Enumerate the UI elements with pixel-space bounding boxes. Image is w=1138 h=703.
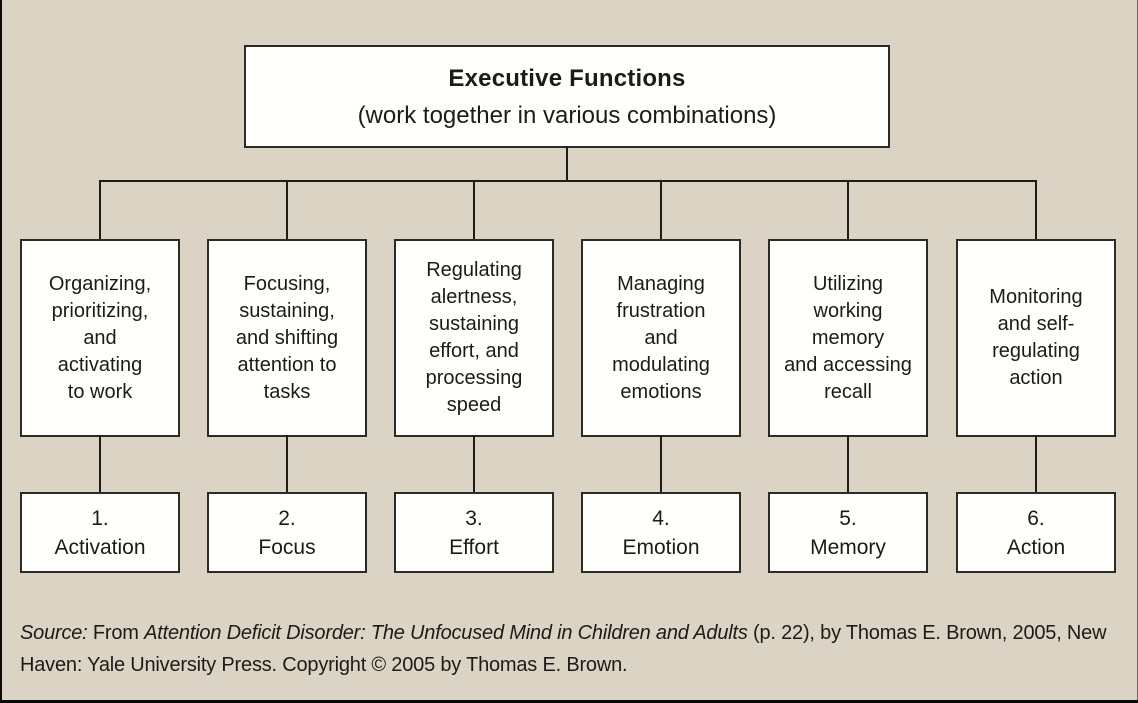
frame-edge-left bbox=[0, 0, 2, 703]
function-name: Focus bbox=[258, 535, 316, 559]
connector-trunk-to-function bbox=[99, 180, 101, 241]
function-description-box: Utilizing working memory and accessing recal… bbox=[768, 239, 928, 437]
function-name: Emotion bbox=[622, 535, 700, 559]
description-line: processing bbox=[425, 367, 523, 389]
description-line: modulating bbox=[612, 353, 710, 376]
description-line: Focusing, bbox=[243, 272, 331, 295]
numbered-function-box: 6. Action bbox=[956, 492, 1116, 573]
connector-trunk-to-function bbox=[473, 180, 475, 241]
function-name: Activation bbox=[54, 535, 146, 559]
description-line: prioritizing, bbox=[51, 299, 149, 322]
numbered-function-box: 5. Memory bbox=[768, 492, 928, 573]
connector-function-to-number bbox=[99, 435, 101, 494]
description-line: sustaining bbox=[428, 313, 520, 335]
description-line: emotions bbox=[620, 380, 702, 403]
function-number: 4. bbox=[652, 506, 670, 530]
description-line: effort, and bbox=[429, 340, 519, 362]
description-line: working bbox=[813, 299, 883, 322]
function-number: 5. bbox=[839, 506, 857, 530]
description-line: and bbox=[644, 326, 678, 349]
source-citation: Source: From Attention Deficit Disorder:… bbox=[20, 617, 1125, 681]
description-line: sustaining, bbox=[239, 299, 335, 322]
executive-functions-box: Executive Functions (work together in va… bbox=[244, 45, 890, 148]
function-name: Memory bbox=[810, 535, 886, 559]
numbered-function-box: 2. Focus bbox=[207, 492, 367, 573]
description-line: and bbox=[83, 326, 117, 349]
connector-trunk-to-function bbox=[847, 180, 849, 241]
description-line: activating bbox=[57, 353, 143, 376]
description-line: action bbox=[1009, 367, 1063, 389]
description-line: Managing bbox=[617, 272, 705, 295]
connector-function-to-number bbox=[286, 435, 288, 494]
description-line: attention to bbox=[237, 353, 337, 376]
function-description-box: Monitoring and self-regulating action bbox=[956, 239, 1116, 437]
connector-trunk-line bbox=[99, 180, 1037, 182]
connector-trunk-to-function bbox=[660, 180, 662, 241]
connector-trunk-to-function bbox=[1035, 180, 1037, 241]
description-line: and accessing bbox=[784, 353, 912, 376]
frame-edge-bottom bbox=[0, 700, 1138, 703]
description-line: Organizing, bbox=[48, 272, 152, 295]
numbered-function-box: 4. Emotion bbox=[581, 492, 741, 573]
source-from-text: From bbox=[92, 622, 139, 644]
function-description-box: Regulating alertness, sustaining effort, an… bbox=[394, 239, 554, 437]
numbered-function-box: 3. Effort bbox=[394, 492, 554, 573]
connector-trunk-to-function bbox=[286, 180, 288, 241]
connector-function-to-number bbox=[847, 435, 849, 494]
description-line: regulating bbox=[992, 340, 1080, 362]
description-line: memory bbox=[811, 326, 885, 349]
source-label: Source: bbox=[20, 622, 88, 644]
description-line: and shifting bbox=[235, 326, 339, 349]
description-line: recall bbox=[824, 380, 872, 403]
numbered-function-box: 1. Activation bbox=[20, 492, 180, 573]
function-description-box: Focusing, sustaining, and shifting attentio… bbox=[207, 239, 367, 437]
description-line: Utilizing bbox=[812, 272, 884, 295]
source-rest-text: (p. 22), by Thomas E. Brown, 2005, New H… bbox=[20, 622, 1107, 676]
description-line: and self- bbox=[997, 313, 1075, 335]
connector-function-to-number bbox=[473, 435, 475, 494]
diagram-subtitle: (work together in various combinations) bbox=[357, 101, 777, 129]
connector-function-to-number bbox=[660, 435, 662, 494]
source-book-title: Attention Deficit Disorder: The Unfocuse… bbox=[144, 622, 748, 644]
function-name: Effort bbox=[449, 535, 499, 559]
connector-function-to-number bbox=[1035, 435, 1037, 494]
function-number: 2. bbox=[278, 506, 296, 530]
function-number: 3. bbox=[465, 506, 483, 530]
connector-root-drop bbox=[566, 146, 568, 182]
description-line: Regulating bbox=[426, 259, 522, 281]
function-number: 1. bbox=[91, 506, 109, 530]
description-line: frustration bbox=[616, 299, 706, 322]
function-description-box: Managing frustration and modulating emotions bbox=[581, 239, 741, 437]
description-line: to work bbox=[67, 380, 133, 403]
function-number: 6. bbox=[1027, 506, 1045, 530]
function-description-box: Organizing, prioritizing, and activating to … bbox=[20, 239, 180, 437]
description-line: tasks bbox=[263, 380, 311, 403]
description-line: alertness, bbox=[430, 286, 518, 308]
diagram-title: Executive Functions bbox=[448, 64, 686, 92]
description-line: Monitoring bbox=[989, 286, 1083, 308]
function-name: Action bbox=[1006, 535, 1066, 559]
description-line: speed bbox=[446, 394, 502, 416]
